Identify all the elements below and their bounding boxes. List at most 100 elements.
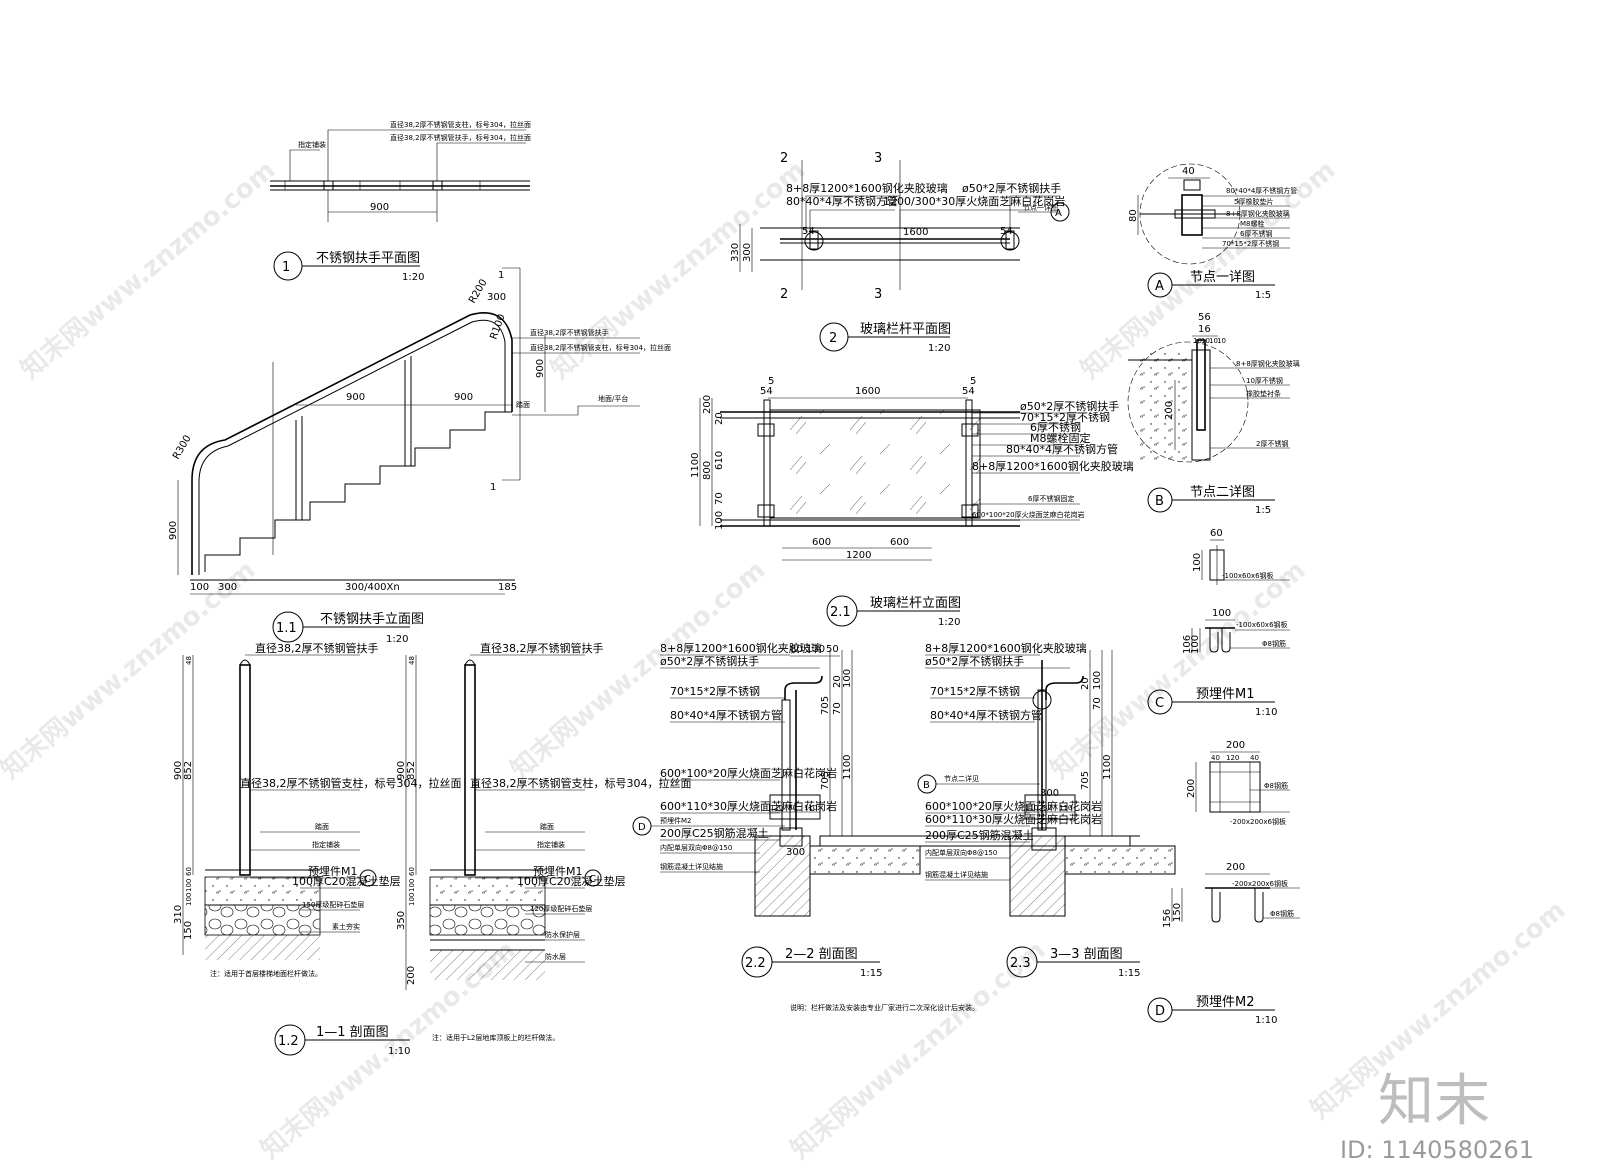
note: 600*110*30厚火烧面芝麻白花岗岩 bbox=[660, 799, 837, 813]
note: 节点一详图 bbox=[1023, 203, 1058, 212]
drawing-2-glass-railing-plan: 2 3 2 3 1600 54 54 300 330 80*40*4厚不锈钢方管… bbox=[730, 151, 1070, 354]
drawing-scale: 1:10 bbox=[1255, 1015, 1277, 1026]
note: 内配单层双向Φ8@150 bbox=[660, 843, 732, 852]
note: 2厚不锈钢 bbox=[1256, 439, 1288, 448]
note: 橡胶垫衬条 bbox=[1246, 389, 1281, 398]
dimension: 50 bbox=[826, 644, 839, 655]
dimension: 10 bbox=[1217, 337, 1226, 345]
dimension: 16 bbox=[1198, 324, 1211, 335]
note: 70*15*2厚不锈钢 bbox=[930, 685, 1020, 698]
dimension: 56 bbox=[1198, 312, 1211, 323]
dimension: 350 bbox=[396, 911, 407, 930]
note: 钢筋混凝土详见结施 bbox=[660, 862, 723, 871]
note: 200厚C25钢筋混凝土 bbox=[925, 828, 1034, 842]
dimension: 800 bbox=[702, 461, 713, 480]
drawing-scale: 1:20 bbox=[938, 617, 960, 628]
dimension: 900 bbox=[346, 392, 365, 403]
note: 直径38,2厚不锈钢管支柱，标号304，拉丝面 bbox=[390, 120, 531, 129]
drawing-number: B bbox=[1155, 494, 1164, 509]
drawing-title: 预埋件M1 bbox=[1196, 687, 1255, 702]
note: -200x200x6钢板 bbox=[1230, 817, 1286, 826]
dimension: 80 bbox=[1128, 209, 1139, 222]
note: 100厚C20混凝土垫层 bbox=[517, 874, 626, 888]
dimension: 110 bbox=[770, 804, 783, 812]
dimension: 80 bbox=[1043, 804, 1052, 812]
note: 直径38,2厚不锈钢管扶手 bbox=[480, 641, 604, 655]
section-mark: 2 bbox=[780, 287, 788, 302]
note: 80*40*4厚不锈钢方管 bbox=[1006, 442, 1118, 456]
footnote: 注：适用于首层楼梯地面栏杆做法。 bbox=[210, 969, 322, 978]
drawing-number: 1.1 bbox=[276, 621, 297, 636]
note: 指定铺装 bbox=[298, 140, 326, 149]
note: Φ8钢筋 bbox=[1264, 781, 1288, 790]
drawing-title: 不锈钢扶手立面图 bbox=[320, 612, 424, 627]
note: 100厚C20混凝土垫层 bbox=[292, 874, 401, 888]
note: ø50*2厚不锈钢扶手 bbox=[660, 654, 759, 668]
note: 8+8厚1200*1600钢化夹胶玻璃 bbox=[972, 459, 1134, 473]
note: 10厚不锈钢 bbox=[1246, 376, 1283, 385]
dimension: 60 bbox=[408, 867, 416, 876]
note: 8+8厚钢化夹胶玻璃 bbox=[1236, 359, 1300, 368]
section-mark: 3 bbox=[874, 151, 882, 166]
note: Φ8钢筋 bbox=[1270, 909, 1294, 918]
dimension: 1100 bbox=[1102, 755, 1113, 780]
detail-tag: C bbox=[364, 874, 371, 885]
dimension: 900 bbox=[173, 761, 184, 780]
note: 指定铺装 bbox=[312, 840, 340, 849]
dimension: 40 bbox=[1250, 754, 1259, 762]
dimension: 185 bbox=[498, 582, 517, 593]
note: 内配单层双向Φ8@150 bbox=[925, 848, 997, 857]
note: 踏面 bbox=[315, 822, 329, 831]
note: 1200/300*30厚火烧面芝麻白花岗岩 bbox=[883, 194, 1065, 208]
note: 150厚级配碎石垫层 bbox=[302, 900, 364, 909]
note: 防水层 bbox=[545, 952, 566, 961]
drawing-scale: 1:5 bbox=[1255, 290, 1271, 301]
note: 直径38,2厚不锈钢管支柱，标号304，拉丝面 bbox=[240, 776, 462, 790]
note: 600*110*30厚火烧面芝麻白花岗岩 bbox=[925, 812, 1102, 826]
dimension: 54 bbox=[1000, 226, 1013, 237]
note: 8+8厚1200*1600钢化夹胶玻璃 bbox=[660, 641, 822, 655]
dimension: 48 bbox=[408, 656, 416, 665]
note: 素土夯实 bbox=[332, 922, 360, 931]
dimension: 310 bbox=[173, 905, 184, 924]
drawing-title: 不锈钢扶手平面图 bbox=[316, 251, 420, 266]
detail-d-embed-m2: 200 40 120 40 200 Φ8钢筋 -200x200x6钢板 200 … bbox=[1147, 740, 1300, 1026]
note: 600*100*20厚火烧面芝麻白花岗岩 bbox=[972, 510, 1085, 519]
note: 5厚橡胶垫片 bbox=[1234, 197, 1273, 206]
dimension: 300 bbox=[487, 292, 506, 303]
note: 70*15*2厚不锈钢 bbox=[670, 685, 760, 698]
dimension: 40 bbox=[1211, 754, 1220, 762]
drawing-title: 玻璃栏杆立面图 bbox=[870, 596, 961, 611]
watermark-group: 知末网www.znzmo.com 知末网www.znzmo.com 知末网www… bbox=[0, 155, 1571, 1165]
note: 预埋件M1 bbox=[533, 865, 583, 878]
dimension: 330 bbox=[730, 243, 741, 262]
dimension: 60 bbox=[185, 867, 193, 876]
note: 6厚不锈钢 bbox=[1030, 421, 1081, 434]
note: 钢筋混凝土详见结施 bbox=[925, 870, 988, 879]
note: 8+8厚1200*1600钢化夹胶玻璃 bbox=[786, 181, 948, 195]
drawing-title: 2—2 剖面图 bbox=[785, 947, 858, 962]
section-mark: 2 bbox=[780, 151, 788, 166]
note: 直径38,2厚不锈钢管扶手，标号304，拉丝面 bbox=[390, 133, 531, 142]
dimension: 40 bbox=[1182, 166, 1195, 177]
note: 80*40*4厚不锈钢方管 bbox=[930, 708, 1042, 722]
drawing-2-1-glass-railing-elevation: 1600 54 54 5 5 1100 200 800 610 100 70 2… bbox=[690, 376, 1134, 628]
note: 80*40*4厚不锈钢方管 bbox=[670, 708, 782, 722]
drawing-scale: 1:15 bbox=[860, 968, 882, 979]
dimension: 110 bbox=[1025, 804, 1038, 812]
dimension: 1100 bbox=[690, 453, 701, 478]
dimension: 100 bbox=[408, 879, 416, 892]
dimension: 852 bbox=[406, 761, 417, 780]
dimension: 610 bbox=[714, 451, 725, 470]
drawing-title: 玻璃栏杆平面图 bbox=[860, 322, 951, 337]
dimension: 200 bbox=[1186, 779, 1197, 798]
dimension: 300 bbox=[1040, 788, 1059, 799]
dimension: 200 bbox=[1226, 740, 1245, 751]
note: 70*15*2厚不锈钢 bbox=[1020, 411, 1110, 424]
dimension: 100 bbox=[185, 893, 193, 906]
dimension: 1100 bbox=[842, 755, 853, 780]
dimension: 600 bbox=[890, 537, 909, 548]
note: 踏面 bbox=[540, 822, 554, 831]
drawing-scale: 1:10 bbox=[1255, 707, 1277, 718]
dimension: 900 bbox=[535, 359, 546, 378]
